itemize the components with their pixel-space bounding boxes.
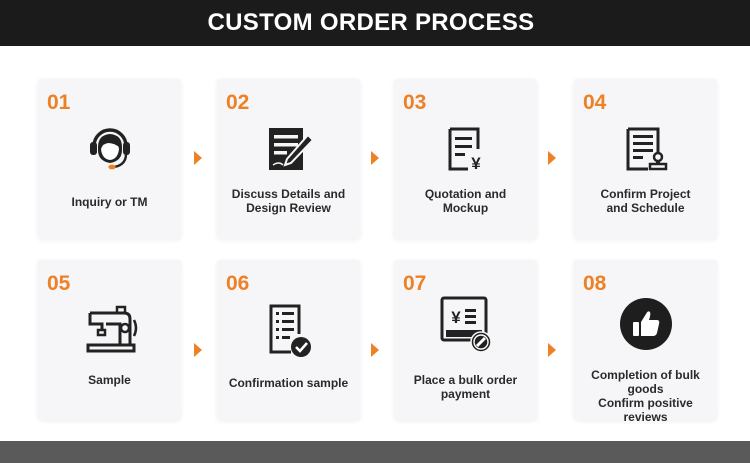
arrow-right-icon bbox=[194, 343, 202, 357]
step-card-08: 08 Completion of bulk goods Confirm posi… bbox=[574, 260, 717, 424]
step-number: 02 bbox=[226, 91, 250, 114]
arrow-right-icon bbox=[371, 343, 379, 357]
step-label: Completion of bulk goods Confirm positiv… bbox=[591, 368, 700, 424]
step-card-06: 06 Confirmation sample bbox=[217, 260, 360, 420]
svg-text:¥: ¥ bbox=[471, 154, 481, 173]
step-number: 07 bbox=[403, 272, 427, 295]
payment-terminal-icon: ¥ bbox=[394, 296, 537, 354]
page-header: CUSTOM ORDER PROCESS bbox=[0, 0, 750, 46]
step-label: Confirmation sample bbox=[228, 376, 349, 390]
step-label: Inquiry or TM bbox=[71, 195, 148, 209]
arrow-right-icon bbox=[194, 151, 202, 165]
quotation-yen-icon: ¥ bbox=[394, 121, 537, 177]
step-label: Discuss Details and Design Review bbox=[231, 187, 346, 215]
step-card-01: 01 Inquiry or TM bbox=[38, 79, 181, 239]
step-label: Sample bbox=[88, 373, 131, 387]
step-label: Confirm Project and Schedule bbox=[600, 187, 691, 215]
customer-service-headset-icon bbox=[38, 119, 181, 175]
step-card-04: 04 Confirm Project and Schedule bbox=[574, 79, 717, 239]
checklist-approved-icon bbox=[217, 302, 360, 358]
step-number: 05 bbox=[47, 272, 71, 295]
step-number: 04 bbox=[583, 91, 607, 114]
step-card-02: 02 Discuss Details and Design Review bbox=[217, 79, 360, 239]
step-card-07: 07 ¥ Place a bulk order payment bbox=[394, 260, 537, 420]
page-title: CUSTOM ORDER PROCESS bbox=[207, 9, 535, 36]
step-number: 03 bbox=[403, 91, 427, 114]
sewing-machine-icon bbox=[38, 300, 181, 356]
document-edit-icon bbox=[217, 121, 360, 177]
arrow-right-icon bbox=[371, 151, 379, 165]
document-stamp-icon bbox=[574, 121, 717, 177]
arrow-right-icon bbox=[548, 151, 556, 165]
step-number: 08 bbox=[583, 272, 607, 295]
step-number: 01 bbox=[47, 91, 71, 114]
svg-text:¥: ¥ bbox=[451, 308, 461, 327]
footer-bar bbox=[0, 441, 750, 463]
step-label: Quotation and Mockup bbox=[424, 187, 507, 215]
arrow-right-icon bbox=[548, 343, 556, 357]
step-card-05: 05 Sample bbox=[38, 260, 181, 420]
step-card-03: 03 ¥ Quotation and Mockup bbox=[394, 79, 537, 239]
step-number: 06 bbox=[226, 272, 250, 295]
thumbs-up-icon bbox=[574, 296, 717, 352]
step-label: Place a bulk order payment bbox=[413, 373, 518, 401]
